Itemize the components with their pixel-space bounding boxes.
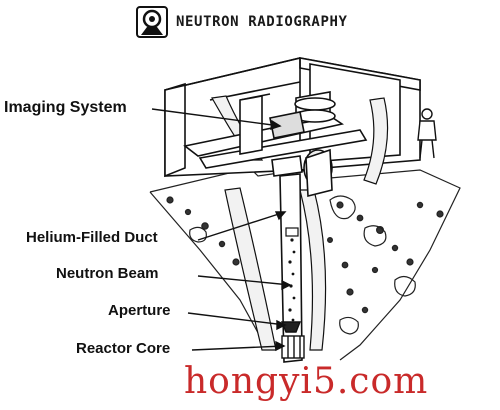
atomic-energy-logo-icon xyxy=(136,6,168,38)
label-helium-filled-duct: Helium-Filled Duct xyxy=(26,229,158,246)
page-title: NEUTRON RADIOGRAPHY xyxy=(176,14,348,30)
label-aperture: Aperture xyxy=(108,302,171,319)
leader-neutron-beam xyxy=(197,275,291,286)
aperture xyxy=(280,321,302,333)
header: NEUTRON RADIOGRAPHY xyxy=(136,6,348,38)
leader-lines xyxy=(151,108,292,352)
concrete-walls xyxy=(211,95,389,351)
ground-rock xyxy=(149,167,461,361)
reactor-core xyxy=(281,335,305,359)
imaging-platform xyxy=(183,91,368,169)
leader-aperture xyxy=(187,312,286,326)
leader-imaging-system xyxy=(151,108,281,127)
person-figure xyxy=(417,108,437,159)
leader-helium-duct xyxy=(197,211,286,241)
label-imaging-system: Imaging System xyxy=(4,99,127,116)
watermark: hongyi5.com xyxy=(184,361,429,402)
helium-filled-duct xyxy=(271,148,333,363)
leader-reactor-core xyxy=(191,345,285,351)
label-reactor-core: Reactor Core xyxy=(76,340,171,357)
label-neutron-beam: Neutron Beam xyxy=(56,265,159,282)
